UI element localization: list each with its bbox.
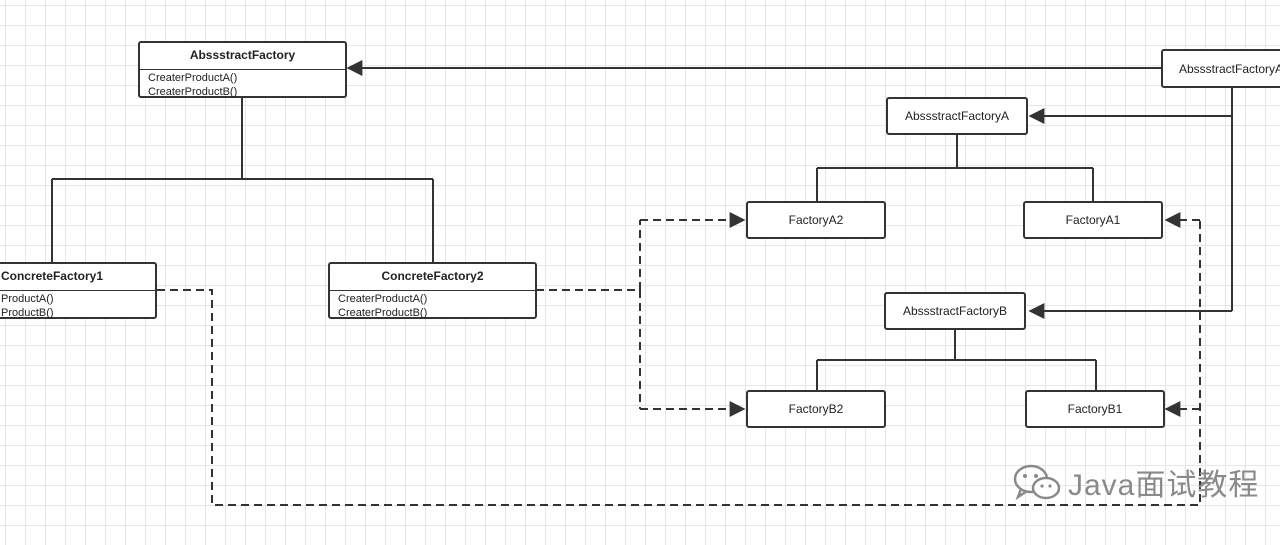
factory-b1-node[interactable]: FactoryB1: [1025, 390, 1165, 428]
method: CreaterProductA(): [338, 293, 428, 305]
concrete-factory-2-class[interactable]: ConcreteFactory2 CreaterProductA() Creat…: [328, 262, 537, 319]
abstract-factory-b-node[interactable]: AbssstractFactoryB: [884, 292, 1026, 330]
factory-a1-node[interactable]: FactoryA1: [1023, 201, 1163, 239]
node-label: AbssstractFactoryA: [904, 109, 1010, 123]
class-title: AbssstractFactory: [140, 43, 345, 70]
watermark: Java面试教程: [1012, 460, 1259, 504]
method: CreaterProductB(): [148, 86, 238, 98]
dependency-connector-cf2: [536, 220, 641, 409]
class-methods: ProductA() ProductB(): [0, 291, 155, 320]
class-methods: CreaterProductA() CreaterProductB(): [140, 70, 345, 99]
inheritance-connector-main: [51, 97, 434, 262]
method: CreaterProductA(): [148, 72, 238, 84]
abstract-factory-a-node[interactable]: AbssstractFactoryA: [886, 97, 1028, 135]
watermark-text: Java面试教程: [1068, 469, 1260, 502]
node-label: FactoryB1: [1067, 402, 1123, 416]
method: ProductB(): [1, 307, 54, 319]
class-title: ConcreteFactory1: [0, 264, 155, 291]
concrete-factory-1-class[interactable]: ConcreteFactory1 ProductA() ProductB(): [0, 262, 157, 319]
node-label: FactoryA2: [788, 213, 844, 227]
class-methods: CreaterProductA() CreaterProductB(): [330, 291, 535, 320]
inheritance-connector-b: [816, 329, 1097, 390]
factory-b2-node[interactable]: FactoryB2: [746, 390, 886, 428]
method: CreaterProductB(): [338, 307, 428, 319]
wechat-icon: [1013, 464, 1061, 501]
node-label: FactoryB2: [788, 402, 844, 416]
abstract-factory-a-top-node[interactable]: AbssstractFactoryA: [1161, 49, 1280, 88]
class-title: ConcreteFactory2: [330, 264, 535, 291]
method: ProductA(): [1, 293, 54, 305]
node-label: AbssstractFactoryB: [902, 304, 1008, 318]
abstract-factory-class[interactable]: AbssstractFactory CreaterProductA() Crea…: [138, 41, 347, 98]
factory-a2-node[interactable]: FactoryA2: [746, 201, 886, 239]
inheritance-connector-a: [816, 134, 1094, 201]
node-label: AbssstractFactoryA: [1179, 61, 1280, 76]
node-label: FactoryA1: [1065, 213, 1121, 227]
